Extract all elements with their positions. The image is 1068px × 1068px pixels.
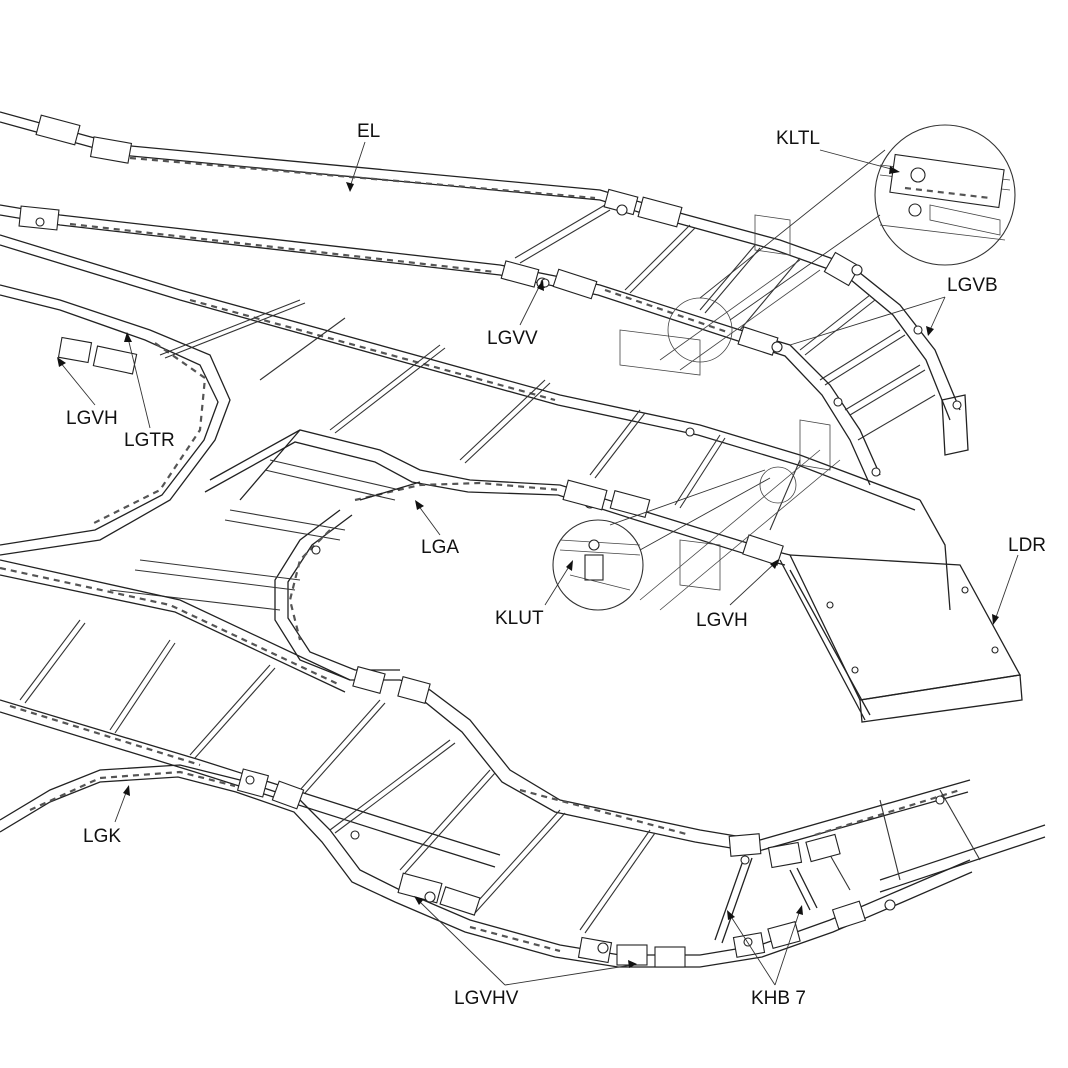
label-kltl: KLTL (776, 128, 820, 149)
label-lga: LGA (421, 537, 459, 558)
label-lgtr: LGTR (124, 430, 175, 451)
callout-labels: EL KLTL LGVB LGVV LGVH LGTR LGA LDR KLUT… (66, 121, 1046, 1009)
leader-lines (57, 141, 1019, 986)
label-lgk: LGK (83, 826, 121, 847)
label-klut: KLUT (495, 608, 544, 629)
label-lgvh-right: LGVH (696, 610, 748, 631)
label-lgvhv: LGVHV (454, 988, 519, 1009)
label-lgvb: LGVB (947, 275, 998, 296)
label-ldr: LDR (1008, 535, 1046, 556)
label-khb7: KHB 7 (751, 988, 806, 1009)
label-lgvh-left: LGVH (66, 408, 118, 429)
detail-circle-kltl (667, 124, 1016, 363)
middle-ladder-tray (0, 234, 1023, 723)
label-lgvv: LGVV (487, 328, 538, 349)
label-el: EL (357, 121, 380, 142)
lower-ladder-tray (0, 559, 1046, 968)
detail-circle-klut (552, 466, 797, 611)
upper-ladder-tray (0, 111, 969, 486)
